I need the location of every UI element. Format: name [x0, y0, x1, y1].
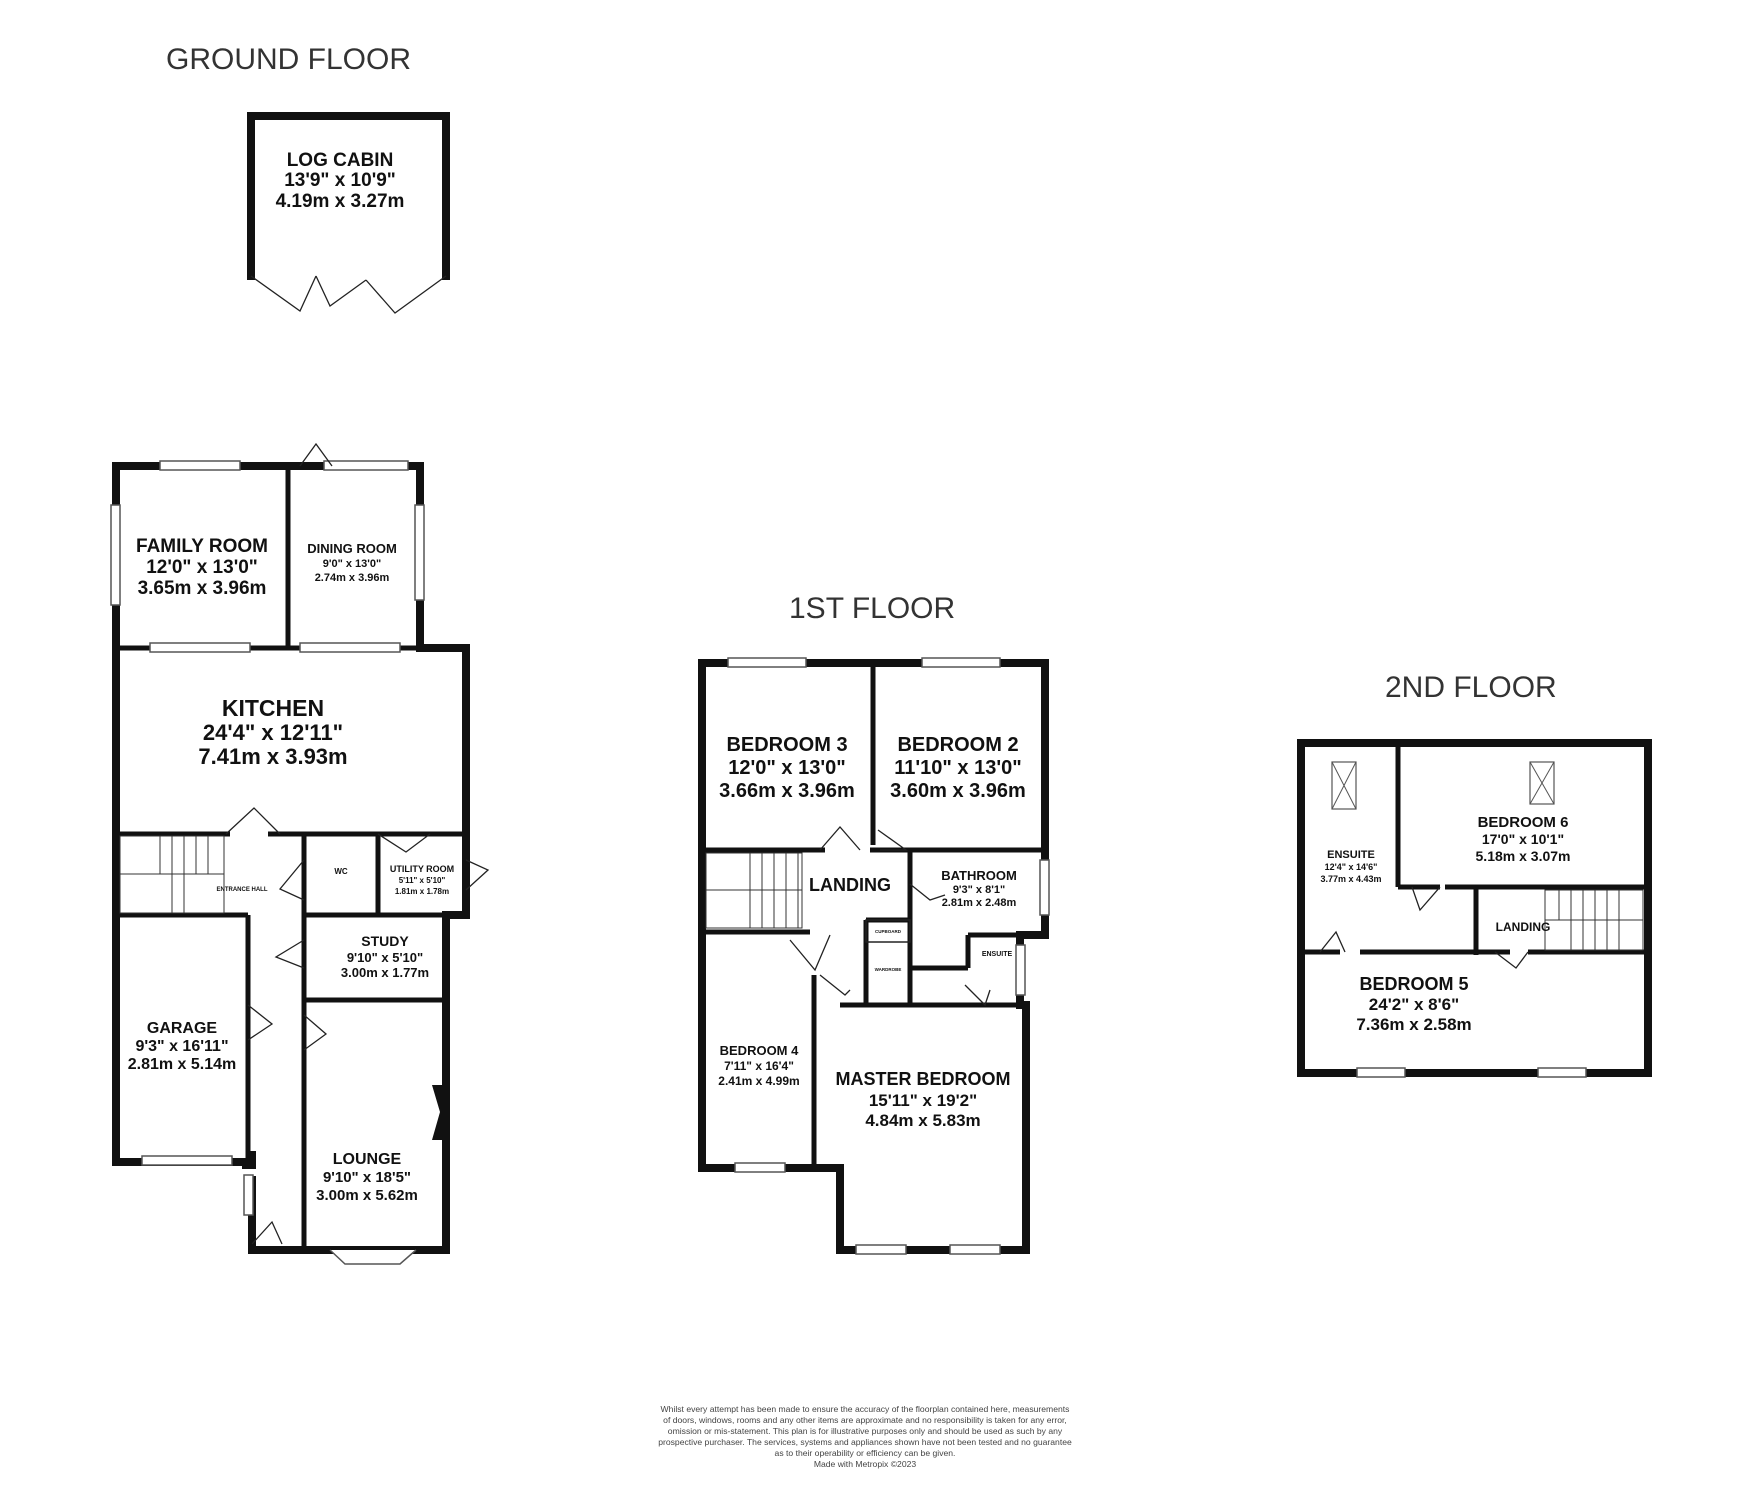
disclaimer-credit: Made with Metropix ©2023	[813, 1459, 917, 1469]
ground-floor-outline	[110, 442, 490, 1265]
family-room-metric: 3.65m x 3.96m	[138, 578, 267, 599]
disclaimer-line: omission or mis-statement. This plan is …	[667, 1426, 1063, 1436]
second-landing-label: LANDING	[1496, 920, 1551, 934]
bedroom-5-metric: 7.36m x 2.58m	[1356, 1015, 1471, 1034]
first-floor-outline	[698, 657, 1050, 1255]
bedroom-5-label: BEDROOM 5	[1359, 974, 1468, 994]
master-bedroom-label: MASTER BEDROOM	[836, 1069, 1011, 1089]
bedroom-4-imperial: 7'11" x 16'4"	[724, 1059, 794, 1073]
disclaimer-line: prospective purchaser. The services, sys…	[658, 1437, 1072, 1447]
bedroom-3-metric: 3.66m x 3.96m	[719, 780, 855, 802]
bedroom-3-imperial: 12'0" x 13'0"	[728, 757, 845, 779]
garage-imperial: 9'3" x 16'11"	[135, 1038, 228, 1055]
bedroom-2-label: BEDROOM 2	[897, 734, 1018, 756]
log-cabin-outline	[247, 112, 450, 314]
cupboard-label: CUPBOARD	[875, 929, 902, 934]
bedroom-6-label: BEDROOM 6	[1478, 814, 1569, 831]
first-landing-label: LANDING	[809, 875, 891, 895]
first-ensuite-label: ENSUITE	[982, 951, 1013, 958]
second-ensuite-label: ENSUITE	[1327, 849, 1375, 861]
family-room-label: FAMILY ROOM	[136, 536, 268, 557]
bedroom-5-imperial: 24'2" x 8'6"	[1369, 995, 1459, 1014]
log-cabin-metric: 4.19m x 3.27m	[276, 191, 405, 212]
ground-floor-title: GROUND FLOOR	[166, 43, 411, 76]
second-floor-outline	[1297, 739, 1652, 1078]
kitchen-label: KITCHEN	[222, 695, 324, 721]
utility-room-imperial: 5'11" x 5'10"	[399, 876, 446, 885]
study-imperial: 9'10" x 5'10"	[347, 950, 423, 965]
disclaimer-line: of doors, windows, rooms and any other i…	[663, 1415, 1067, 1425]
lounge-metric: 3.00m x 5.62m	[316, 1187, 418, 1204]
bedroom-6-imperial: 17'0" x 10'1"	[1482, 831, 1564, 847]
bedroom-4-metric: 2.41m x 4.99m	[718, 1074, 799, 1088]
second-ensuite-metric: 3.77m x 4.43m	[1320, 874, 1381, 884]
bedroom-6-metric: 5.18m x 3.07m	[1476, 848, 1571, 864]
disclaimer-line: as to their operability or efficiency ca…	[774, 1448, 956, 1458]
dining-room-imperial: 9'0" x 13'0"	[323, 558, 381, 570]
kitchen-metric: 7.41m x 3.93m	[198, 744, 347, 769]
first-floor-title: 1ST FLOOR	[789, 592, 955, 625]
study-label: STUDY	[361, 933, 409, 949]
dining-room-metric: 2.74m x 3.96m	[315, 572, 390, 584]
utility-room-label: UTILITY ROOM	[390, 864, 454, 874]
bathroom-metric: 2.81m x 2.48m	[942, 897, 1017, 909]
bedroom-2-imperial: 11'10" x 13'0"	[894, 757, 1021, 779]
log-cabin-label: LOG CABIN	[287, 150, 394, 171]
utility-room-metric: 1.81m x 1.78m	[395, 887, 449, 896]
study-metric: 3.00m x 1.77m	[341, 965, 429, 980]
wc-label: WC	[334, 867, 348, 876]
garage-label: GARAGE	[147, 1020, 218, 1037]
dining-room-label: DINING ROOM	[307, 541, 397, 556]
second-floor-title: 2ND FLOOR	[1385, 671, 1557, 704]
lounge-label: LOUNGE	[333, 1151, 402, 1168]
disclaimer: Whilst every attempt has been made to en…	[585, 1404, 1145, 1470]
bedroom-2-metric: 3.60m x 3.96m	[890, 780, 1026, 802]
garage-metric: 2.81m x 5.14m	[128, 1056, 237, 1073]
disclaimer-line: Whilst every attempt has been made to en…	[660, 1404, 1070, 1414]
family-room-imperial: 12'0" x 13'0"	[146, 557, 258, 578]
bathroom-label: BATHROOM	[941, 868, 1017, 883]
bedroom-4-label: BEDROOM 4	[720, 1043, 800, 1058]
wardrobe-label: WARDROBE	[875, 967, 902, 972]
bedroom-3-label: BEDROOM 3	[726, 734, 847, 756]
entrance-hall-label: ENTRANCE HALL	[217, 887, 268, 893]
lounge-imperial: 9'10" x 18'5"	[323, 1169, 411, 1186]
master-bedroom-imperial: 15'11" x 19'2"	[869, 1091, 977, 1110]
log-cabin-imperial: 13'9" x 10'9"	[284, 170, 396, 191]
kitchen-imperial: 24'4" x 12'11"	[203, 720, 343, 745]
bathroom-imperial: 9'3" x 8'1"	[953, 884, 1005, 896]
second-ensuite-imperial: 12'4" x 14'6"	[1325, 862, 1378, 872]
master-bedroom-metric: 4.84m x 5.83m	[865, 1111, 980, 1130]
